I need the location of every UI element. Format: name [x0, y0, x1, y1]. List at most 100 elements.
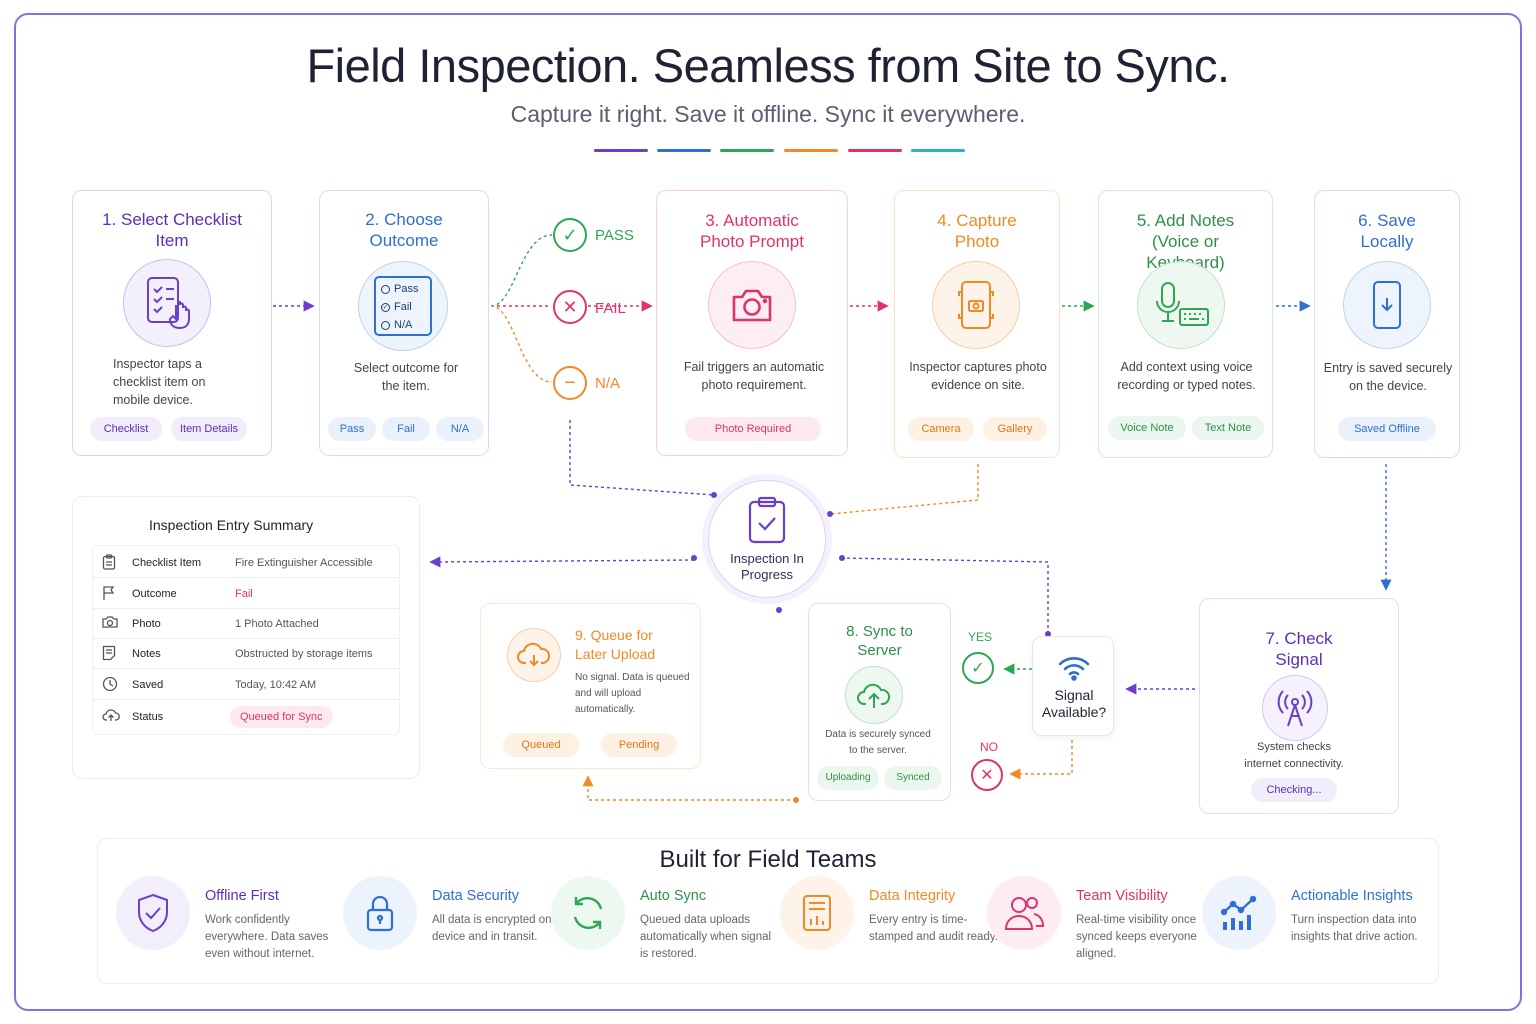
feature-offline-first: Offline First Work confidently everywher… [116, 876, 346, 976]
step-2-title: 2. Choose Outcome [365, 210, 443, 250]
feature-title: Auto Sync [640, 888, 707, 904]
fail-branch-icon: ✕ [553, 290, 587, 324]
hub-content: Inspection In Progress [729, 496, 805, 583]
summary-row-checklist-item: Checklist Item Fire Extinguisher Accessi… [92, 548, 400, 578]
accent-dash-purple [594, 149, 648, 152]
option-na-label: N/A [394, 319, 413, 331]
no-cross-icon: ✕ [971, 759, 1003, 791]
pill-saved-offline[interactable]: Saved Offline [1338, 417, 1436, 441]
cloud-queue-icon [517, 642, 551, 667]
step-6-card[interactable]: 6. Save Locally Entry is saved securely … [1314, 190, 1460, 458]
inspection-hub[interactable]: Inspection In Progress [708, 480, 826, 598]
option-pass[interactable]: Pass [381, 283, 418, 295]
step-2-card[interactable]: 2. Choose Outcome Pass ✓ Fail N/A Select … [319, 190, 489, 456]
summary-value: 1 Photo Attached [235, 618, 319, 630]
summary-value: Today, 10:42 AM [235, 679, 317, 691]
step-6-title: 6. Save Locally [1358, 211, 1416, 251]
pill-pending[interactable]: Pending [601, 733, 677, 757]
feature-desc: Turn inspection data into insights that … [1291, 914, 1418, 943]
status-badge: Queued for Sync [230, 706, 333, 728]
pill-na[interactable]: N/A [436, 417, 484, 441]
option-fail-label: Fail [394, 301, 412, 313]
pill-checking[interactable]: Checking... [1251, 778, 1337, 802]
step-7-card[interactable]: 7. Check Signal System checks internet c… [1199, 598, 1399, 814]
feature-auto-sync: Auto Sync Queued data uploads automatica… [551, 876, 781, 976]
feature-data-integrity: Data Integrity Every entry is time-stamp… [780, 876, 1010, 976]
feature-team-visibility: Team Visibility Real-time visibility onc… [987, 876, 1217, 976]
step-8-card[interactable]: 8. Sync to Server Data is securely synce… [808, 603, 951, 801]
step-3-desc: Fail triggers an automatic photo require… [683, 360, 825, 392]
option-na[interactable]: N/A [381, 319, 412, 331]
step-2-icon-circle: Pass ✓ Fail N/A [358, 261, 448, 351]
step-3-icon-circle [708, 261, 796, 349]
pill-synced[interactable]: Synced [884, 766, 942, 790]
summary-row-saved: Saved Today, 10:42 AM [92, 670, 400, 700]
pill-fail[interactable]: Fail [382, 417, 430, 441]
pill-text-note[interactable]: Text Note [1192, 416, 1264, 440]
page-title: Field Inspection. Seamless from Site to … [306, 39, 1230, 92]
camera-icon [732, 289, 772, 322]
option-pass-label: Pass [394, 283, 419, 295]
summary-key: Notes [132, 648, 161, 660]
signal-tower-icon [1277, 690, 1313, 727]
pill-photo-required[interactable]: Photo Required [685, 417, 821, 441]
step-1-card[interactable]: 1. Select Checklist Item Inspector taps … [72, 190, 272, 456]
pill-gallery[interactable]: Gallery [983, 417, 1047, 441]
checklist-tap-icon [147, 277, 190, 330]
step-5-desc: Add context using voice recording or typ… [1117, 360, 1256, 392]
summary-value-fail: Fail [235, 588, 253, 600]
feature-icon-circle [551, 876, 625, 950]
clipboard-check-icon [748, 496, 786, 543]
feature-desc: Queued data uploads automatically when s… [640, 914, 772, 960]
option-fail[interactable]: ✓ Fail [381, 301, 412, 313]
signal-decision-node[interactable]: Signal Available? [1032, 636, 1114, 736]
summary-row-photo: Photo 1 Photo Attached [92, 609, 400, 639]
features-title: Built for Field Teams [659, 846, 877, 873]
step-8-desc: Data is securely synced to the server. [825, 729, 931, 756]
pill-item-details[interactable]: Item Details [171, 417, 247, 441]
summary-row-outcome: Outcome Fail [92, 579, 400, 609]
feature-actionable-insights: Actionable Insights Turn inspection data… [1202, 876, 1432, 976]
inspection-summary-card [72, 496, 420, 779]
microphone-keyboard-icon [1156, 282, 1209, 326]
no-label: NO [980, 740, 998, 754]
summary-key: Status [132, 711, 164, 723]
feature-icon-circle [780, 876, 854, 950]
feature-desc: Work confidently everywhere. Data saves … [205, 914, 329, 960]
summary-title: Inspection Entry Summary [149, 517, 314, 533]
insights-chart-icon [1220, 895, 1257, 930]
pill-uploading[interactable]: Uploading [817, 766, 879, 790]
feature-title: Data Integrity [869, 888, 956, 904]
feature-title: Team Visibility [1076, 888, 1168, 904]
pill-checklist[interactable]: Checklist [90, 417, 162, 441]
feature-icon-circle [343, 876, 417, 950]
accent-dash-teal [911, 149, 965, 152]
step-9-card[interactable]: 9. Queue for Later Upload No signal. Dat… [480, 603, 701, 769]
step-6-desc: Entry is saved securely on the device. [1323, 361, 1453, 393]
feature-title: Offline First [205, 888, 279, 904]
step-5-card[interactable]: 5. Add Notes (Voice or Keyboard) Add con… [1098, 190, 1273, 458]
step-4-card[interactable]: 4. Capture Photo Inspector captures phot… [894, 190, 1060, 458]
pill-queued[interactable]: Queued [503, 733, 579, 757]
feature-data-security: Data Security All data is encrypted on d… [343, 876, 573, 976]
step-2-desc: Select outcome for the item. [353, 361, 459, 393]
radio-checked-icon: ✓ [381, 302, 390, 312]
camera-icon [102, 615, 118, 632]
pill-pass[interactable]: Pass [328, 417, 376, 441]
cloud-upload-icon [102, 708, 120, 725]
pill-camera[interactable]: Camera [908, 417, 974, 441]
summary-key: Outcome [132, 588, 177, 600]
na-branch-icon: − [553, 366, 587, 400]
lock-icon [366, 895, 394, 932]
step-3-card[interactable]: 3. Automatic Photo Prompt Fail triggers … [656, 190, 848, 456]
step-9-desc: No signal. Data is queued and will uploa… [575, 672, 690, 715]
hub-label: Inspection In Progress [730, 550, 804, 582]
feature-desc: Real-time visibility once synced keeps e… [1076, 914, 1197, 960]
summary-value: Obstructed by storage items [235, 648, 373, 660]
step-4-desc: Inspector captures photo evidence on sit… [909, 360, 1047, 392]
wifi-icon [1058, 657, 1090, 681]
pill-voice-note[interactable]: Voice Note [1108, 416, 1186, 440]
yes-check-icon: ✓ [962, 652, 994, 684]
document-chart-icon [803, 895, 831, 931]
